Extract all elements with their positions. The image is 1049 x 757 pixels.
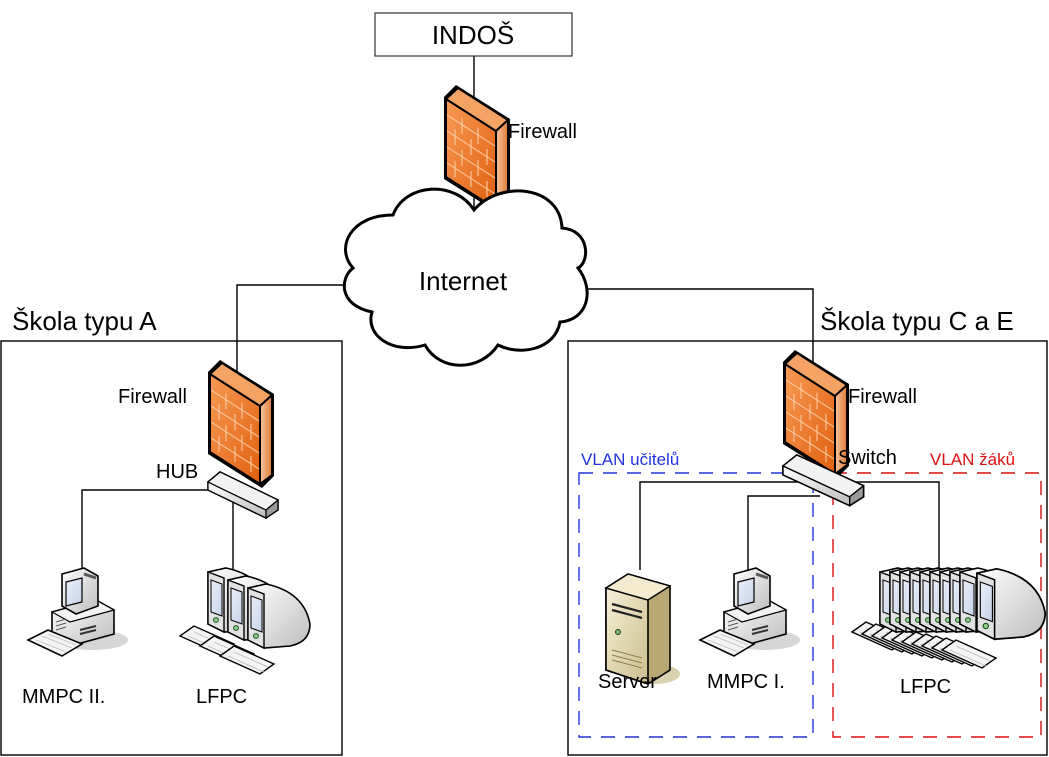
vlan-students-label: VLAN žáků (930, 450, 1015, 469)
device-label: MMPC I. (707, 671, 785, 693)
school-a-firewall-label: Firewall (118, 386, 187, 408)
internet-cloud[interactable]: Internet (342, 187, 589, 367)
firewall-icon (207, 359, 275, 489)
workstation-icon (26, 566, 130, 658)
hub-label: HUB (156, 461, 198, 483)
cloud-icon (342, 187, 589, 367)
thin-client-icon (976, 567, 1047, 641)
device-label: MMPC II. (22, 686, 105, 708)
wire-hub-mmpc2 (81, 489, 222, 570)
school-ce-boundary (567, 340, 1048, 756)
thin-client-group-icon (851, 567, 1047, 669)
device-lfpc-ce[interactable]: LFPC (851, 567, 1047, 698)
school-ce-firewall-label: Firewall (848, 386, 917, 408)
wire-switch-server (639, 481, 800, 570)
indos-node[interactable]: INDOŠ (374, 12, 573, 57)
school-a-hub[interactable]: HUB (156, 461, 279, 519)
vlan-teachers: VLAN učitelů (578, 450, 814, 738)
internet-label: Internet (419, 266, 508, 296)
wire-internet-school-ce (584, 288, 814, 470)
school-a-group: Škola typu A Firewall HUB MMPC II. LFPC (0, 306, 343, 756)
school-a-title: Škola typu A (12, 306, 157, 336)
device-label: LFPC (900, 676, 951, 698)
device-server[interactable]: Server (598, 572, 682, 693)
school-ce-title: Škola typu C a E (820, 306, 1014, 336)
school-a-boundary (0, 340, 343, 756)
vlan-teachers-label: VLAN učitelů (581, 450, 679, 469)
device-label: LFPC (196, 686, 247, 708)
switch-label: Switch (838, 447, 897, 469)
top-firewall[interactable]: Firewall (443, 84, 577, 214)
top-firewall-label: Firewall (508, 121, 577, 143)
device-mmpc1[interactable]: MMPC I. (698, 566, 802, 693)
device-label: Server (598, 671, 657, 693)
wire-switch-mmpc1 (747, 495, 820, 570)
indos-label: INDOŠ (432, 20, 514, 50)
wire-switch-lfpc (850, 481, 940, 570)
workstation-icon (698, 566, 802, 658)
device-lfpc-a[interactable]: LFPC (179, 567, 311, 708)
school-ce-group: Škola typu C a E VLAN učitelů VLAN žáků … (567, 306, 1048, 756)
server-icon (604, 572, 682, 686)
school-ce-switch[interactable]: Switch (782, 447, 897, 507)
thin-client-group-icon (179, 567, 311, 675)
school-a-firewall[interactable]: Firewall (118, 359, 275, 489)
device-mmpc2[interactable]: MMPC II. (22, 566, 130, 708)
vlan-teachers-boundary (578, 472, 814, 738)
school-ce-firewall[interactable]: Firewall (782, 349, 917, 479)
